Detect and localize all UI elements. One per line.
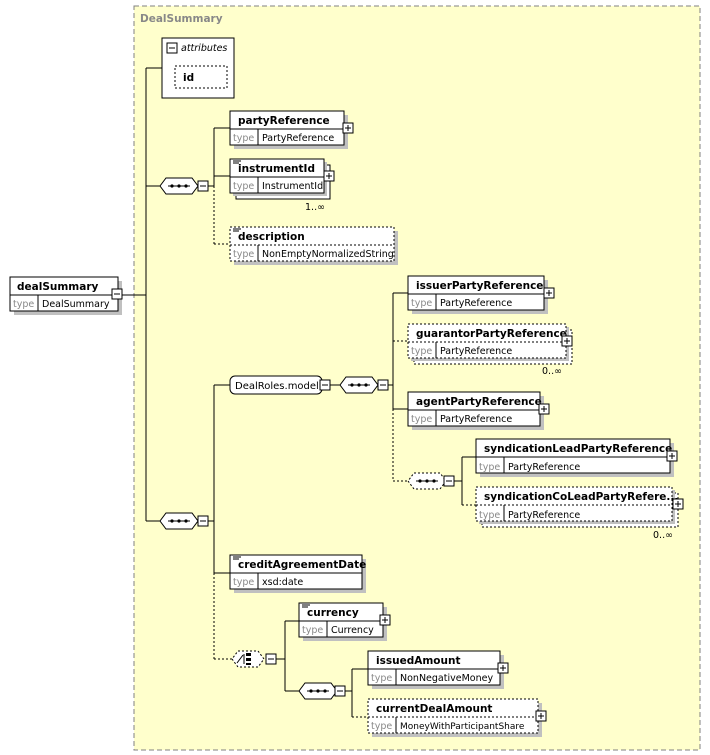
issuedamount-name: issuedAmount — [376, 655, 460, 667]
expand-icon[interactable] — [561, 335, 573, 347]
dealsummary-type: DealSummary — [42, 299, 110, 310]
element-dealsummary[interactable]: dealSummary type DealSummary — [9, 276, 123, 315]
expand-icon[interactable] — [379, 614, 391, 626]
element-description[interactable]: description type NonEmptyNormalizedStrin… — [229, 226, 398, 265]
connectors — [122, 67, 476, 718]
partyreference-name: partyReference — [238, 115, 330, 127]
choice-compositor-optional[interactable] — [231, 650, 277, 668]
type-label: type — [233, 577, 254, 588]
description-type: NonEmptyNormalizedString — [262, 249, 394, 260]
attributes-group: attributes id — [161, 37, 235, 99]
currency-type: Currency — [331, 625, 374, 636]
syndicationcoleadpartyreference-name: syndicationCoLeadPartyRefere... — [484, 491, 678, 503]
element-syndicationleadpartyreference[interactable]: syndicationLeadPartyReference type Party… — [475, 438, 678, 477]
element-creditagreementdate[interactable]: creditAgreementDate type xsd:date — [229, 554, 366, 593]
doc-icon — [233, 228, 241, 232]
dealsummary-type-label: type — [13, 299, 34, 310]
doc-icon — [233, 160, 241, 164]
instrumentid-type: InstrumentId — [262, 181, 323, 192]
type-label: type — [411, 346, 432, 357]
type-label: type — [371, 721, 392, 732]
dealroles-name: DealRoles.model — [235, 381, 319, 392]
type-label: type — [411, 298, 432, 309]
type-label: type — [411, 414, 432, 425]
agentpartyreference-name: agentPartyReference — [416, 396, 542, 408]
type-label: type — [479, 510, 500, 521]
element-syndicationcoleadpartyreference[interactable]: syndicationCoLeadPartyRefere... type Par… — [475, 486, 684, 541]
dealsummary-name: dealSummary — [17, 281, 99, 293]
type-label: type — [233, 181, 254, 192]
collapse-icon[interactable] — [111, 288, 123, 300]
expand-icon[interactable] — [535, 710, 547, 722]
guarantorpartyreference-name: guarantorPartyReference — [416, 328, 567, 340]
issuedamount-type: NonNegativeMoney — [400, 673, 493, 684]
guarantorpartyreference-occurs: 0..∞ — [542, 366, 562, 377]
syndicationcoleadpartyreference-occurs: 0..∞ — [653, 530, 673, 541]
sequence-compositor[interactable] — [298, 682, 346, 700]
element-instrumentid[interactable]: instrumentId type InstrumentId 1..∞ — [229, 158, 335, 213]
guarantorpartyreference-type: PartyReference — [440, 346, 512, 357]
currency-name: currency — [307, 607, 359, 619]
element-partyreference[interactable]: partyReference type PartyReference — [229, 110, 354, 149]
type-label: type — [371, 673, 392, 684]
expand-icon[interactable] — [666, 450, 678, 462]
doc-icon — [233, 556, 241, 560]
syndicationcoleadpartyreference-type: PartyReference — [508, 510, 580, 521]
collapse-icon[interactable] — [166, 42, 178, 54]
element-guarantorpartyreference[interactable]: guarantorPartyReference type PartyRefere… — [407, 323, 573, 377]
currentdealamount-type: MoneyWithParticipantShare — [400, 722, 525, 732]
element-currency[interactable]: currency type Currency — [298, 602, 391, 641]
creditagreementdate-type: xsd:date — [262, 577, 303, 588]
description-name: description — [238, 231, 305, 243]
syndicationleadpartyreference-name: syndicationLeadPartyReference — [484, 443, 672, 455]
type-label: type — [479, 462, 500, 473]
issuerpartyreference-name: issuerPartyReference — [416, 280, 543, 292]
syndicationleadpartyreference-type: PartyReference — [508, 462, 580, 473]
element-agentpartyreference[interactable]: agentPartyReference type PartyReference — [407, 391, 550, 430]
expand-icon[interactable] — [497, 662, 509, 674]
doc-icon — [302, 604, 310, 608]
container-title: DealSummary — [140, 13, 223, 25]
group-dealroles-model[interactable]: DealRoles.model — [229, 375, 331, 395]
attributes-label: attributes — [181, 43, 227, 54]
sequence-compositor[interactable] — [159, 177, 209, 195]
expand-icon[interactable] — [543, 287, 555, 299]
issuerpartyreference-type: PartyReference — [440, 298, 512, 309]
dealsummary-container: DealSummary — [133, 5, 701, 751]
sequence-compositor[interactable] — [339, 376, 389, 394]
currentdealamount-name: currentDealAmount — [376, 703, 492, 715]
sequence-compositor-optional[interactable] — [407, 472, 455, 490]
type-label: type — [302, 625, 323, 636]
creditagreementdate-name: creditAgreementDate — [238, 559, 366, 571]
type-label: type — [233, 249, 254, 260]
expand-icon[interactable] — [672, 498, 684, 510]
expand-icon[interactable] — [342, 122, 354, 134]
element-issuerpartyreference[interactable]: issuerPartyReference type PartyReference — [407, 275, 555, 314]
instrumentid-name: instrumentId — [238, 163, 315, 175]
instrumentid-occurs: 1..∞ — [305, 202, 325, 213]
element-issuedamount[interactable]: issuedAmount type NonNegativeMoney — [367, 650, 509, 689]
agentpartyreference-type: PartyReference — [440, 414, 512, 425]
expand-icon[interactable] — [323, 170, 335, 182]
partyreference-type: PartyReference — [262, 133, 334, 144]
element-currentdealamount[interactable]: currentDealAmount type MoneyWithParticip… — [367, 698, 547, 737]
attribute-id: id — [183, 72, 194, 84]
sequence-compositor[interactable] — [159, 512, 209, 530]
type-label: type — [233, 133, 254, 144]
expand-icon[interactable] — [538, 403, 550, 415]
